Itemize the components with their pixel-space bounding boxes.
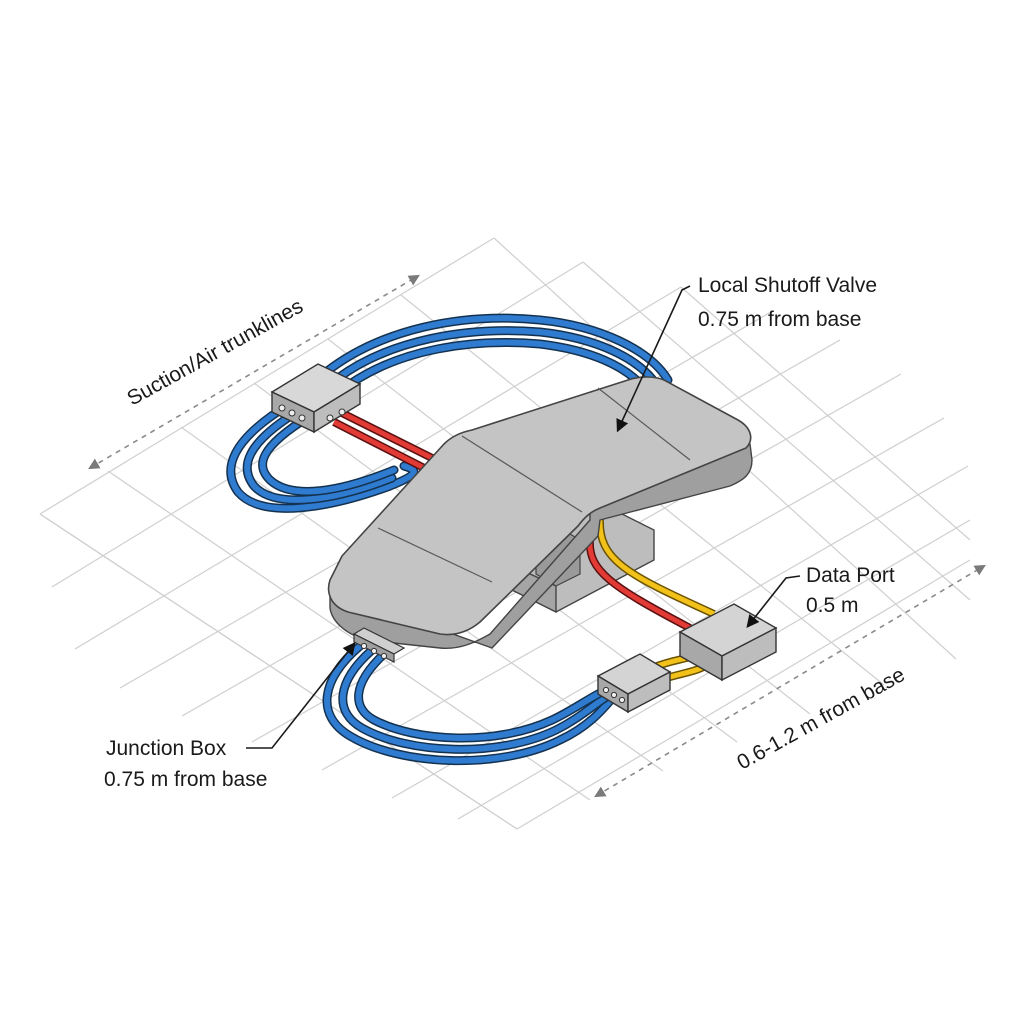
junction-box-leader [246, 641, 356, 749]
suction-air-trunklines-front [322, 641, 637, 766]
height-range-label: 0.6-1.2 m from base [733, 663, 909, 774]
power-lines-back [332, 408, 442, 476]
data-port-subtitle: 0.5 m [806, 594, 859, 617]
data-port-leader [746, 575, 801, 629]
data-port-title: Data Port [806, 564, 895, 587]
desk-top [327, 376, 753, 650]
back-junction-box [270, 363, 362, 434]
power-data-lines-front [585, 517, 716, 632]
shutoff-valve-subtitle: 0.75 m from base [698, 308, 861, 331]
junction-box-subtitle: 0.75 m from base [104, 768, 267, 791]
suction-air-trunklines-back [226, 313, 673, 513]
junction-box-title: Junction Box [106, 737, 227, 760]
shutoff-valve-title: Local Shutoff Valve [698, 274, 877, 297]
front-junction-box [352, 627, 406, 663]
trunkline-dimension-arrow [88, 274, 420, 470]
secondary-junction-box [596, 653, 672, 714]
shutoff-valve-leader [616, 285, 691, 433]
